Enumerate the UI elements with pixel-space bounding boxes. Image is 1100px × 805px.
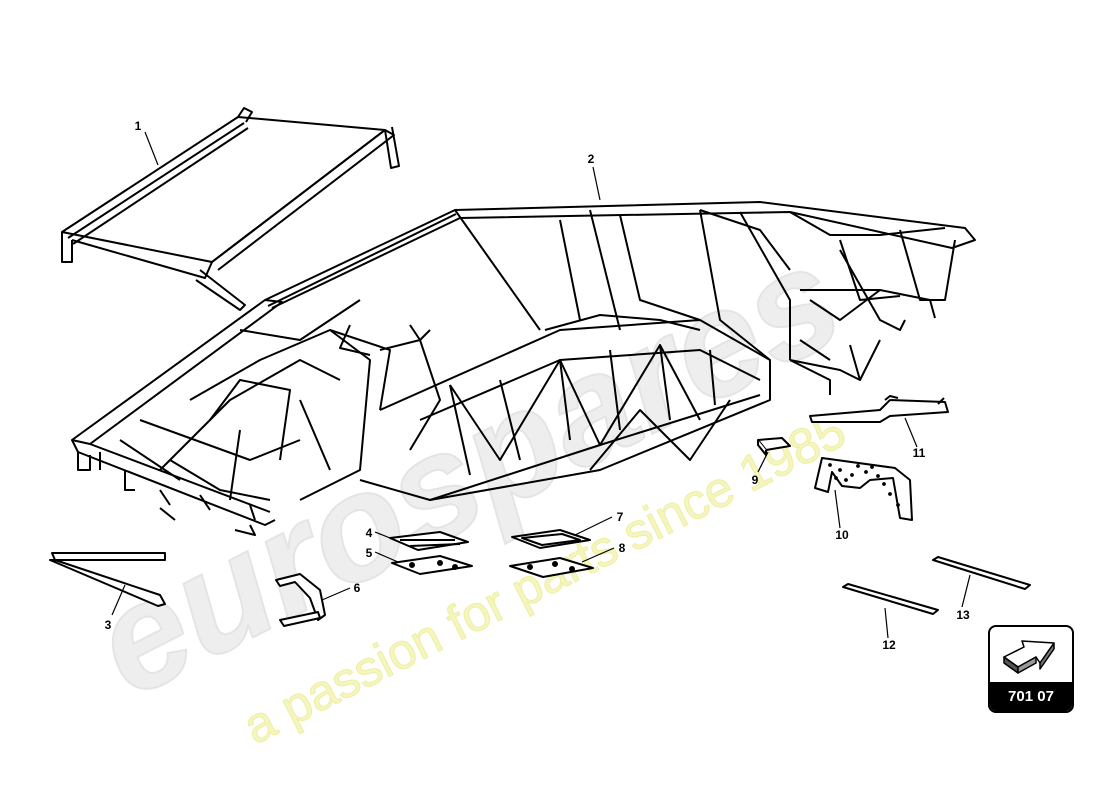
part-6-bracket	[275, 573, 326, 627]
callout-1: 1	[135, 119, 142, 133]
part-7-plate	[511, 529, 591, 549]
leader-lines	[111, 131, 971, 639]
callout-11: 11	[913, 446, 926, 460]
callout-10: 10	[835, 528, 849, 542]
part-11-member	[809, 395, 949, 423]
callout-6: 6	[354, 581, 361, 595]
part-9-bracket	[757, 437, 791, 456]
callout-3: 3	[105, 618, 112, 632]
part-13-strip	[932, 556, 1031, 590]
part-5-plate	[391, 555, 473, 575]
part-8-plate	[509, 557, 594, 578]
watermark: eurospares a passion for parts since 198…	[67, 211, 866, 756]
callout-7: 7	[617, 510, 624, 524]
part-4-plate	[389, 531, 469, 551]
callout-5: 5	[366, 546, 373, 560]
callout-2: 2	[588, 152, 595, 166]
reference-badge: 701 07	[988, 625, 1074, 713]
part-3-bracket	[49, 552, 166, 607]
part-12-strip	[842, 583, 939, 615]
callout-13: 13	[956, 608, 970, 622]
callout-4: 4	[366, 526, 373, 540]
arrow-icon	[1003, 640, 1055, 674]
callout-8: 8	[619, 541, 626, 555]
callout-9: 9	[752, 473, 759, 487]
callout-labels: 1 2 3 4 5 6 7 8 9 10 11 12 13	[105, 119, 970, 652]
callout-12: 12	[882, 638, 896, 652]
part-1-roof-panel	[61, 107, 400, 311]
reference-code: 701 07	[990, 682, 1072, 711]
part-2-chassis-frame	[71, 201, 976, 536]
part-10-insulation-panel	[814, 457, 913, 521]
